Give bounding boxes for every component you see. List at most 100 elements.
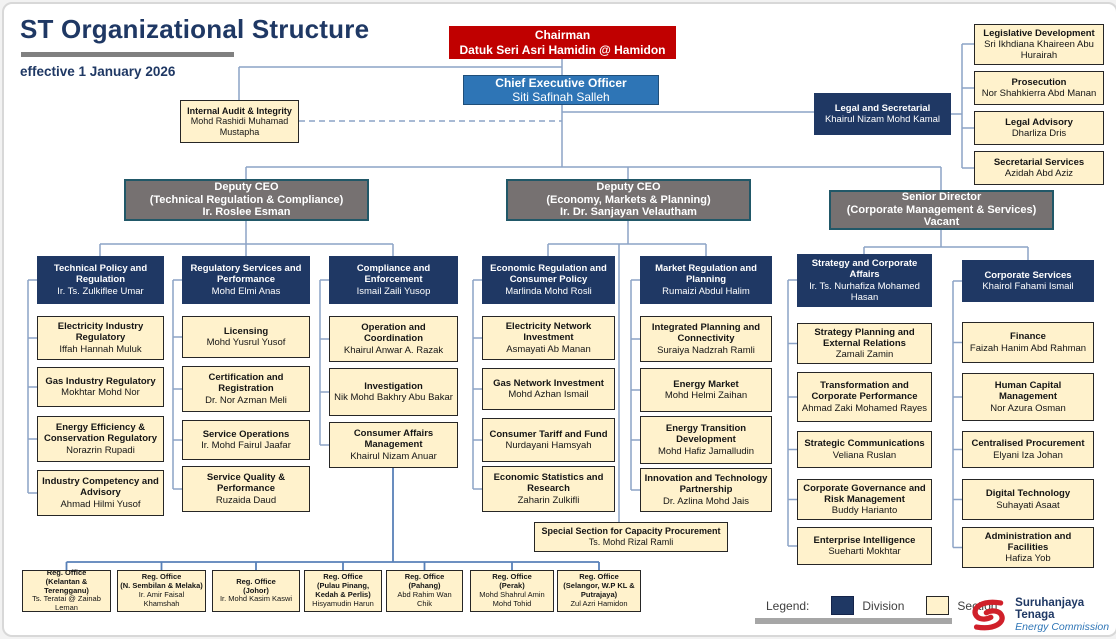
special-section-box-title: Special Section for Capacity Procurement	[541, 526, 721, 537]
section-box-2-2-name: Khairul Nizam Anuar	[350, 450, 437, 462]
section-box-5-2-title: Strategic Communications	[804, 438, 925, 450]
section-box-6-4-name: Hafiza Yob	[1005, 553, 1051, 565]
division-box-5-name: Ir. Ts. Nurhafiza Mohamed Hasan	[809, 280, 920, 303]
section-box-1-3-title: Service Quality & Performance	[206, 472, 286, 495]
senior-director-box-title: Senior Director	[901, 190, 982, 203]
section-box-1-2-title: Service Operations	[202, 428, 290, 440]
section-box-3-1-title: Gas Network Investment	[493, 377, 604, 389]
legend-division-label: Division	[862, 598, 905, 613]
section-box-6-3-title: Digital Technology	[985, 488, 1071, 500]
regional-office-box-0-name: Ts. Teratai @ Zainab Leman	[32, 594, 101, 613]
section-box-3-2-name: Nurdayani Hamsyah	[505, 440, 592, 451]
section-box-1-1-title: Certification and Registration	[208, 372, 284, 395]
section-box-6-1-name: Nor Azura Osman	[990, 402, 1066, 414]
logo-swoosh-icon	[972, 599, 1005, 631]
legend: Legend: Division Section	[766, 596, 997, 615]
logo-name: Suruhanjaya Tenaga	[1015, 596, 1085, 622]
division-box-3-name: Marlinda Mohd Rosli	[505, 285, 592, 297]
legal-section-box-1-title: Prosecution	[1011, 76, 1067, 88]
regional-office-box-1: Reg. Office(N. Sembilan & Melaka)Ir. Ami…	[117, 570, 206, 612]
section-box-0-2: Energy Efficiency & Conservation Regulat…	[37, 416, 164, 462]
section-box-5-3: Corporate Governance and Risk Management…	[797, 479, 932, 520]
legal-section-box-3-name: Azidah Abd Aziz	[1004, 168, 1074, 179]
regional-office-box-6-title: Reg. Office	[579, 572, 619, 582]
division-swatch-icon	[831, 596, 855, 615]
division-box-6-name: Khairol Fahami Ismail	[982, 281, 1074, 292]
section-box-2-0-name: Khairul Anwar A. Razak	[343, 344, 444, 356]
connector-lines	[27, 43, 1029, 570]
deputy-ceo-economy-box-subtitle: (Economy, Markets & Planning)	[546, 193, 711, 206]
section-box-0-2-title: Energy Efficiency & Conservation Regulat…	[44, 422, 157, 445]
chairman-box-title: Chairman	[534, 28, 591, 43]
division-box-0-name: Ir. Ts. Zulkiflee Umar	[57, 285, 144, 297]
division-box-2-title: Compliance and Enforcement	[356, 263, 431, 286]
regional-office-box-5-title: Reg. Office	[492, 572, 532, 582]
deputy-ceo-economy-box-name: Ir. Dr. Sanjayan Velautham	[560, 206, 697, 219]
section-box-3-0-name: Asmayati Ab Manan	[506, 343, 591, 355]
deputy-ceo-economy-box: Deputy CEO(Economy, Markets & Planning)I…	[506, 179, 751, 221]
section-box-4-2-title: Energy Transition Development	[665, 423, 747, 446]
page-title: ST Organizational Structure	[20, 14, 370, 44]
section-box-3-1-name: Mohd Azhan Ismail	[508, 389, 589, 400]
legend-label: Legend:	[766, 598, 810, 613]
section-box-6-2-name: Elyani Iza Johan	[993, 449, 1063, 461]
section-box-5-4-name: Sueharti Mokhtar	[828, 546, 901, 557]
section-box-6-4-title: Administration and Facilities	[984, 530, 1072, 553]
regional-office-box-5: Reg. Office(Perak)Mohd Shahrul Amin Mohd…	[470, 570, 554, 612]
ceo-box-name: Siti Safinah Salleh	[512, 90, 610, 104]
division-box-3-title: Economic Regulation and Consumer Policy	[490, 263, 607, 286]
division-box-0-title: Technical Policy and Regulation	[53, 263, 148, 286]
deputy-ceo-technical-box-name: Ir. Roslee Esman	[202, 206, 291, 219]
section-box-6-2-title: Centralised Procurement	[971, 438, 1085, 450]
section-box-5-1-name: Ahmad Zaki Mohamed Rayes	[801, 402, 928, 414]
regional-office-box-6: Reg. Office(Selangor, W.P KL & Putrajaya…	[557, 570, 641, 612]
deputy-ceo-technical-box: Deputy CEO(Technical Regulation & Compli…	[124, 179, 369, 221]
division-box-4-title: Market Regulation and Planning	[655, 263, 757, 286]
legal-section-box-3-title: Secretarial Services	[993, 156, 1085, 168]
legal-section-box-0-title: Legislative Development	[983, 27, 1095, 39]
deputy-ceo-technical-box-title: Deputy CEO	[214, 180, 279, 193]
section-box-2-1-title: Investigation	[364, 380, 423, 392]
section-box-2-1-name: Nik Mohd Bakhry Abu Bakar	[334, 392, 453, 403]
regional-office-box-0-title: Reg. Office	[46, 568, 87, 578]
section-box-3-3-title: Economic Statistics and Research	[493, 472, 604, 495]
senior-director-box: Senior Director(Corporate Management & S…	[829, 190, 1054, 230]
regional-office-box-6-name: Zul Azri Hamidon	[570, 598, 628, 608]
section-box-5-0-name: Zamali Zamin	[835, 349, 894, 361]
energy-commission-logo: Suruhanjaya Tenaga Energy Commission	[966, 596, 1116, 634]
deputy-ceo-economy-box-title: Deputy CEO	[596, 180, 661, 193]
section-box-1-2-name: Ir. Mohd Fairul Jaafar	[201, 440, 291, 451]
section-swatch-icon	[926, 596, 950, 615]
section-box-3-2-title: Consumer Tariff and Fund	[489, 428, 608, 440]
division-box-2-name: Ismail Zaili Yusop	[356, 285, 431, 297]
section-box-5-3-name: Buddy Harianto	[831, 505, 898, 517]
ceo-box-title: Chief Executive Officer	[495, 75, 627, 90]
legal-section-box-2-title: Legal Advisory	[1005, 116, 1073, 128]
section-box-2-0-title: Operation and Coordination	[361, 322, 426, 345]
section-box-6-0-name: Faizah Hanim Abd Rahman	[969, 342, 1087, 354]
internal-audit-box-name: Mohd Rashidi Muhamad Mustapha	[190, 116, 289, 137]
regional-office-box-1-name: Ir. Amir Faisal Khamshah	[138, 590, 185, 608]
section-box-3-0-title: Electricity Network Investment	[505, 321, 592, 344]
special-section-box-name: Ts. Mohd Rizal Ramli	[588, 537, 674, 547]
regional-office-box-5-name: Mohd Shahrul Amin Mohd Tohid	[479, 590, 545, 608]
regional-office-box-4-name: Abd Rahim Wan Chik	[397, 590, 452, 608]
regional-office-box-4-title: Reg. Office	[404, 572, 445, 582]
regional-office-box-2: Reg. Office(Johor)Ir. Mohd Kasim Kaswi	[212, 570, 300, 612]
section-box-4-1-title: Energy Market	[673, 378, 739, 390]
title-underline	[21, 52, 234, 57]
